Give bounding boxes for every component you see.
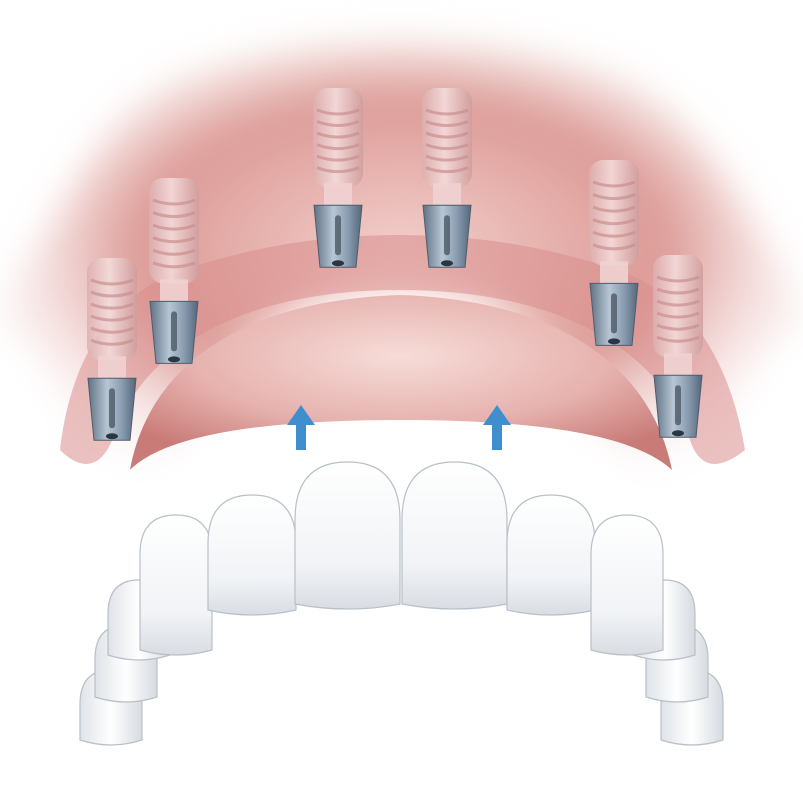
implant-icon (422, 88, 472, 268)
tooth-icon (401, 461, 508, 610)
implant-group (87, 88, 703, 441)
up-arrow-icon (483, 405, 511, 450)
implant-icon (313, 88, 363, 268)
denture-bridge (79, 461, 724, 746)
tooth-icon (139, 514, 213, 656)
implant-icon (653, 255, 703, 438)
palate (130, 295, 672, 470)
tooth-icon (294, 461, 401, 610)
tooth-icon (506, 494, 596, 616)
implant-icon (87, 258, 137, 441)
implant-icon (589, 160, 639, 346)
up-arrow-icon (287, 405, 315, 450)
implant-icon (149, 178, 199, 364)
tooth-icon (207, 494, 297, 616)
tooth-icon (590, 514, 664, 656)
